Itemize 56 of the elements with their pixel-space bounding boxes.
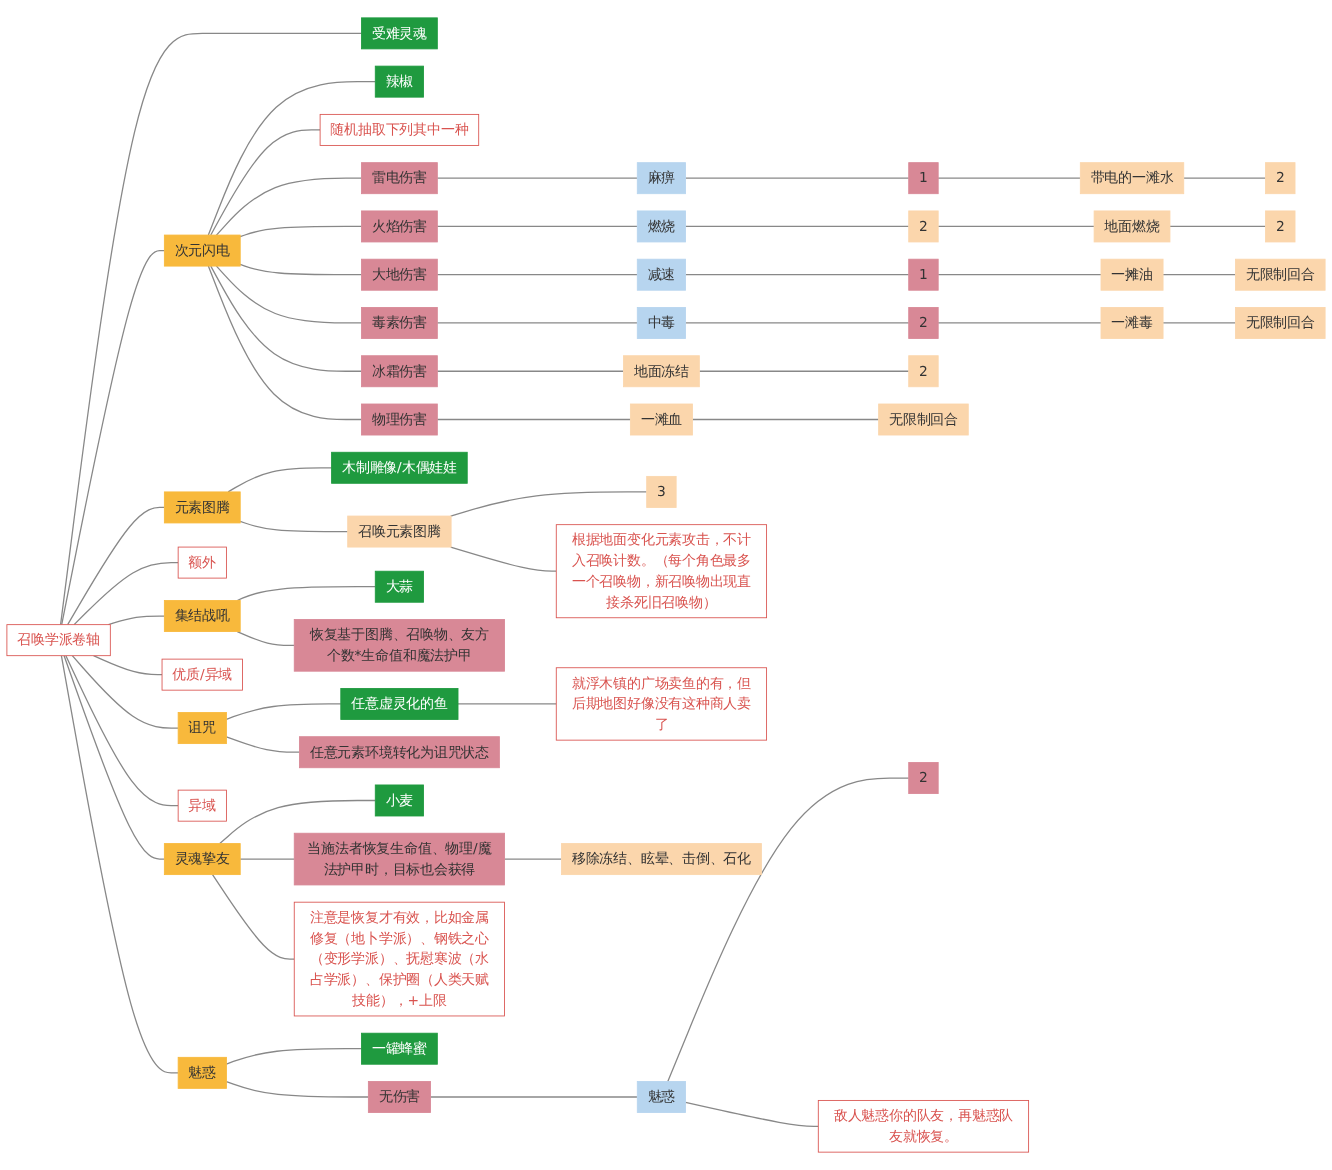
connector (107, 615, 165, 626)
connector (436, 322, 638, 324)
connector (684, 274, 910, 276)
connector (65, 655, 179, 807)
connector (225, 736, 301, 753)
connector (1162, 274, 1237, 276)
connector (684, 322, 910, 324)
connector (215, 177, 363, 236)
connector (436, 225, 638, 228)
connector (225, 1081, 370, 1098)
connector (667, 777, 910, 1083)
connector (207, 81, 376, 236)
connector (436, 370, 625, 372)
connector (1162, 322, 1237, 324)
connector (684, 225, 910, 228)
connector (436, 274, 638, 276)
connector (698, 370, 910, 372)
connector (210, 265, 363, 372)
connector (71, 655, 179, 729)
connector (207, 265, 363, 421)
connector (239, 520, 349, 533)
connector (219, 799, 376, 845)
connector (61, 249, 165, 626)
connector (937, 322, 1102, 324)
connector (92, 655, 163, 676)
connector (227, 467, 333, 493)
connector (1169, 225, 1267, 228)
connector (684, 1101, 819, 1127)
connector (436, 418, 632, 421)
connector (236, 630, 295, 646)
connector (239, 225, 363, 238)
connector (59, 32, 363, 626)
connector (937, 177, 1081, 179)
connector (503, 858, 563, 860)
connector (73, 561, 179, 626)
connector (937, 225, 1095, 228)
connector (1183, 177, 1267, 179)
connector (684, 177, 910, 179)
connector (450, 546, 557, 572)
connector (225, 1048, 363, 1065)
connector (457, 703, 557, 705)
connector (450, 491, 648, 517)
connector (60, 655, 179, 1074)
connector (937, 274, 1102, 276)
connector (210, 129, 321, 236)
connector (239, 858, 295, 860)
connector (239, 263, 363, 276)
connector (236, 586, 376, 602)
connector (63, 655, 165, 860)
connector (691, 418, 880, 421)
connector (429, 1096, 638, 1098)
connector (67, 506, 165, 626)
connector (211, 873, 295, 960)
connector (436, 177, 638, 179)
connector (225, 703, 342, 720)
connector (215, 265, 363, 324)
